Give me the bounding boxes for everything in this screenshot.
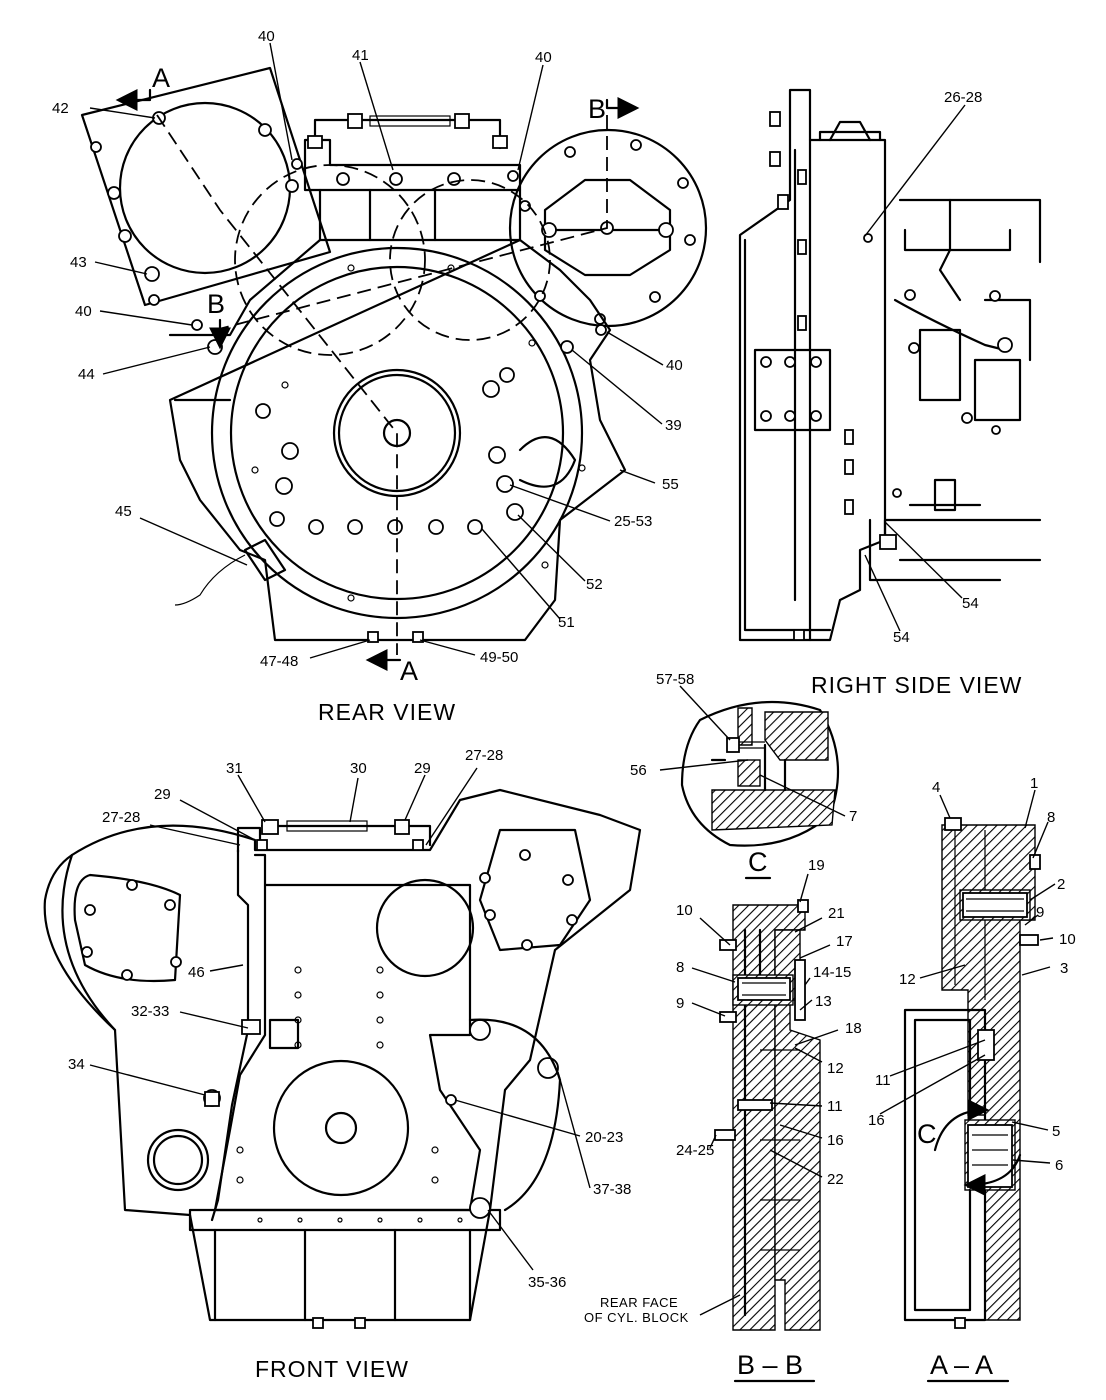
callout-section-bb: 24-25 (676, 1142, 714, 1159)
callout-section-bb: 8 (676, 959, 684, 976)
callout-section-aa: 5 (1052, 1123, 1060, 1140)
callout-section-bb: 10 (676, 902, 693, 919)
callout-section-bb: 14-15 (813, 964, 851, 981)
callout-rear: 43 (70, 254, 87, 271)
callout-rear: 44 (78, 366, 95, 383)
callout-right-side: 54 (962, 595, 979, 612)
callout-section-bb: 22 (827, 1171, 844, 1188)
callout-rear: 52 (586, 576, 603, 593)
callout-front: 32-33 (131, 1003, 169, 1020)
leader-lines (89, 42, 1056, 1316)
callout-rear: 47-48 (260, 653, 298, 670)
view-title-right-side: RIGHT SIDE VIEW (811, 672, 1022, 698)
section-marker-b-top: B (588, 94, 606, 124)
callout-front: 20-23 (585, 1129, 623, 1146)
callout-rear: 49-50 (480, 649, 518, 666)
callout-section-aa: 2 (1057, 876, 1065, 893)
callout-detail-c: 57-58 (656, 671, 694, 688)
callout-rear: 55 (662, 476, 679, 493)
callout-front: 35-36 (528, 1274, 566, 1291)
callout-front: 31 (226, 760, 243, 777)
callout-front: 46 (188, 964, 205, 981)
front-view-drawing (43, 788, 642, 1329)
callout-section-aa: 4 (932, 779, 940, 796)
callout-section-aa: 9 (1036, 904, 1044, 921)
callout-front: 34 (68, 1056, 85, 1073)
callout-section-bb: 9 (676, 995, 684, 1012)
callout-front: 37-38 (593, 1181, 631, 1198)
view-title-rear: REAR VIEW (318, 699, 456, 725)
callout-section-bb: 18 (845, 1020, 862, 1037)
callout-section-bb: 12 (827, 1060, 844, 1077)
callout-section-aa: 8 (1047, 809, 1055, 826)
callout-section-aa: 11 (875, 1072, 891, 1089)
section-marker-a-top: A (152, 63, 170, 93)
note-rear-face-line2: OF CYL. BLOCK (584, 1310, 689, 1325)
section-aa-drawing (903, 817, 1041, 1329)
callout-section-bb: 13 (815, 993, 832, 1010)
callout-section-aa: 10 (1059, 931, 1076, 948)
callout-rear: 41 (352, 47, 369, 64)
callout-rear: 40 (535, 49, 552, 66)
callout-right-side: 26-28 (944, 89, 982, 106)
callout-section-aa: 12 (899, 971, 916, 988)
callout-section-bb: 21 (828, 905, 845, 922)
section-marker-c-arrow: C (917, 1119, 937, 1149)
rear-view-drawing (80, 66, 708, 671)
note-rear-face-line1: REAR FACE (600, 1295, 678, 1310)
callout-section-bb: 11 (827, 1098, 843, 1115)
callout-rear: 25-53 (614, 513, 652, 530)
view-title-section-bb: B – B (737, 1350, 803, 1380)
callout-front: 30 (350, 760, 367, 777)
section-marker-b-left: B (207, 289, 225, 319)
view-title-detail-c: C (748, 847, 768, 877)
callout-section-aa: 1 (1030, 775, 1038, 792)
callout-front: 29 (154, 786, 171, 803)
callout-right-side: 54 (893, 629, 910, 646)
callout-rear: 45 (115, 503, 132, 520)
section-bb-drawing (714, 899, 821, 1331)
callout-section-bb: 17 (836, 933, 853, 950)
view-title-section-aa: A – A (930, 1350, 993, 1380)
section-marker-a-bottom: A (400, 656, 418, 686)
callout-rear: 40 (666, 357, 683, 374)
detail-c-drawing (680, 700, 840, 847)
callout-section-bb: 19 (808, 857, 825, 874)
callout-detail-c: 56 (630, 762, 647, 779)
callout-front: 29 (414, 760, 431, 777)
callout-section-aa: 3 (1060, 960, 1068, 977)
callout-front: 27-28 (102, 809, 140, 826)
callout-detail-c: 7 (849, 808, 857, 825)
callout-front: 27-28 (465, 747, 503, 764)
callout-section-aa: 6 (1055, 1157, 1063, 1174)
callout-section-aa: 16 (868, 1112, 885, 1129)
right-side-view-drawing (738, 88, 1042, 642)
callout-section-bb: 16 (827, 1132, 844, 1149)
view-title-front: FRONT VIEW (255, 1356, 409, 1382)
callout-rear: 40 (75, 303, 92, 320)
callout-rear: 40 (258, 28, 275, 45)
callout-rear: 39 (665, 417, 682, 434)
callout-rear: 42 (52, 100, 69, 117)
callout-rear: 51 (558, 614, 575, 631)
